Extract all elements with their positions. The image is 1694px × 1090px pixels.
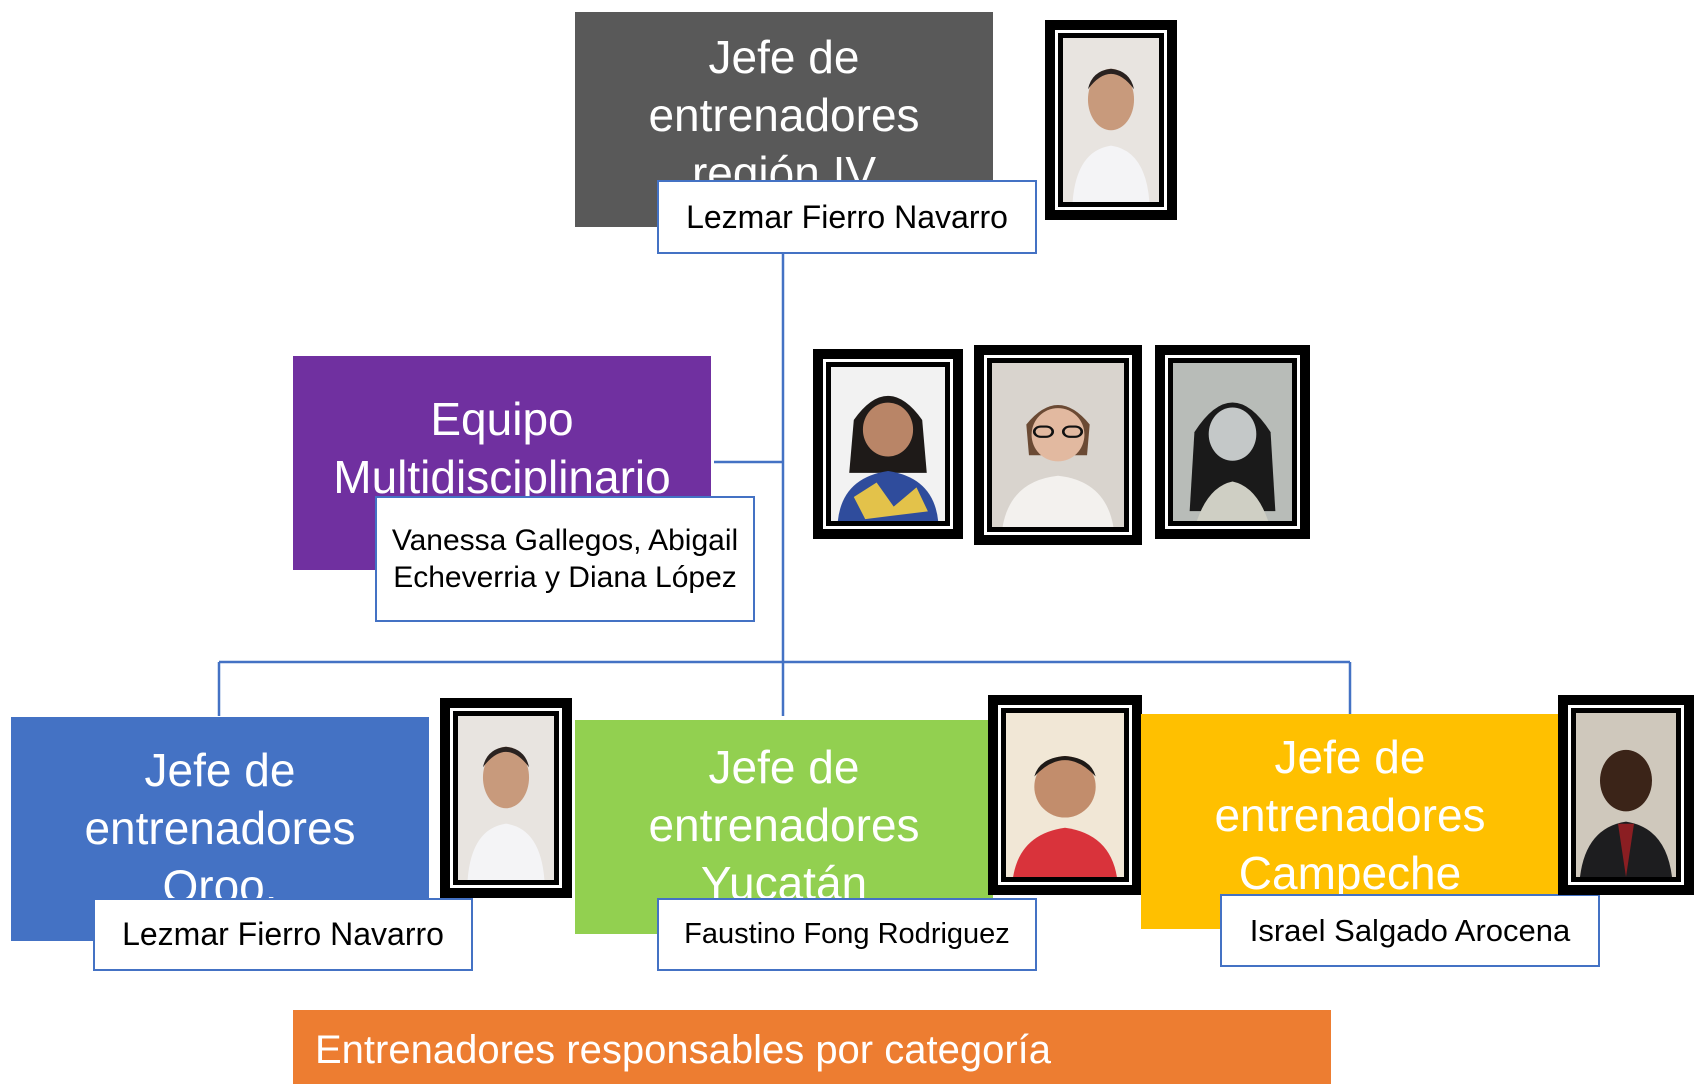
person-photo-icon (1006, 713, 1124, 877)
chief-name: Lezmar Fierro Navarro (686, 198, 1008, 235)
qroo-title-line-1: Jefe de (144, 744, 296, 796)
person-photo-icon (1063, 38, 1159, 202)
yucatan-name: Faustino Fong Rodriguez (684, 918, 1010, 950)
person-photo-icon (992, 363, 1124, 527)
multi-photo-1 (813, 349, 963, 539)
multi-name-line-1: Vanessa Gallegos, Abigail (391, 524, 739, 557)
campeche-photo (1558, 695, 1694, 895)
qroo-title-line-2: entrenadores (84, 802, 356, 854)
yucatan-title-line-2: entrenadores (648, 799, 920, 851)
yucatan-name-box: Faustino Fong Rodriguez (657, 898, 1037, 971)
yucatan-title-line-1: Jefe de (708, 741, 860, 793)
multi-photo-3 (1155, 345, 1310, 539)
multi-title-line-1: Equipo (430, 393, 574, 445)
chief-name-box: Lezmar Fierro Navarro (657, 180, 1037, 254)
qroo-name-box: Lezmar Fierro Navarro (93, 898, 473, 971)
chief-photo (1045, 20, 1177, 220)
campeche-name-box: Israel Salgado Arocena (1220, 894, 1600, 967)
category-banner: Entrenadores responsables por categoría (293, 1010, 1331, 1084)
person-photo-icon (458, 716, 554, 880)
multi-title-line-2: Multidisciplinario (333, 451, 671, 503)
multi-name-line-2: Echeverria y Diana López (393, 561, 737, 594)
person-photo-icon (1173, 363, 1292, 521)
qroo-name: Lezmar Fierro Navarro (122, 916, 444, 952)
chief-title-line-1: Jefe de (708, 31, 860, 83)
multi-photo-2 (974, 345, 1142, 545)
campeche-box: Jefe de entrenadores Campeche (1141, 714, 1559, 929)
qroo-photo (440, 698, 572, 898)
campeche-name: Israel Salgado Arocena (1249, 912, 1571, 948)
campeche-title-line-3: Campeche (1238, 847, 1462, 899)
person-photo-icon (1576, 713, 1676, 877)
multi-name-box: Vanessa Gallegos, Abigail Echeverria y D… (375, 496, 755, 622)
chief-title-line-2: entrenadores (648, 89, 920, 141)
campeche-title-line-1: Jefe de (1274, 731, 1426, 783)
campeche-title-line-2: entrenadores (1214, 789, 1486, 841)
person-photo-icon (831, 367, 945, 521)
category-banner-text: Entrenadores responsables por categoría (315, 1028, 1052, 1072)
yucatan-photo (988, 695, 1142, 895)
